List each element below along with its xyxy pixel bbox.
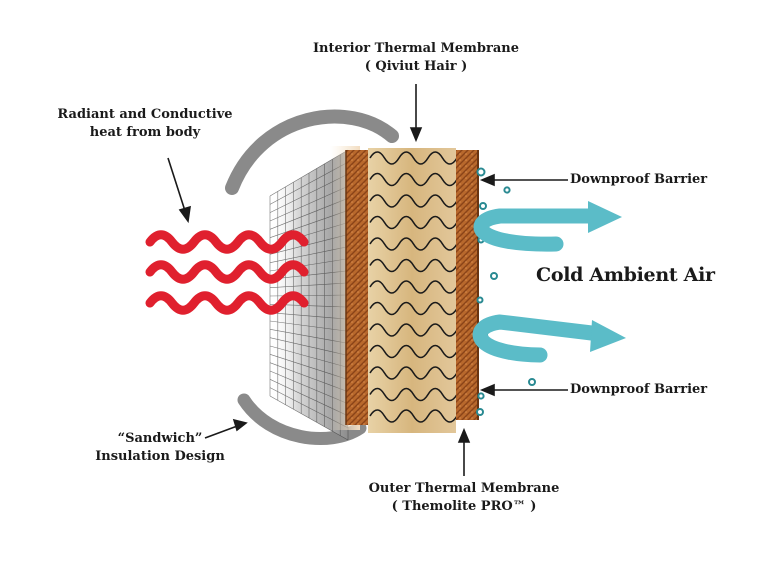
bottom-arc bbox=[237, 393, 367, 445]
qiviut-core bbox=[368, 148, 456, 433]
pointer-arrow-icon bbox=[479, 383, 568, 397]
pointer-arrow-icon bbox=[457, 427, 471, 476]
pointer-arrow-icon bbox=[409, 84, 423, 143]
droplets bbox=[476, 167, 536, 416]
left-brown-membrane bbox=[346, 150, 368, 425]
pointer-arrow-icon bbox=[204, 418, 248, 439]
heat-wave-icon bbox=[145, 230, 309, 315]
downproof-barrier-bottom-label: Downproof Barrier bbox=[570, 382, 708, 397]
interior-membrane-label: Interior Thermal Membrane ( Qiviut Hair … bbox=[312, 41, 520, 74]
pointer-arrow-icon bbox=[479, 173, 568, 187]
cold-ambient-air-label: Cold Ambient Air bbox=[536, 264, 715, 286]
top-arc bbox=[225, 109, 399, 195]
downproof-barrier-top-label: Downproof Barrier bbox=[570, 172, 708, 187]
sandwich-design-label: “Sandwich” Insulation Design bbox=[95, 431, 225, 464]
radiant-heat-label: Radiant and Conductive heat from body bbox=[57, 107, 233, 140]
outer-membrane-label: Outer Thermal Membrane ( Themolite PRO™ … bbox=[368, 481, 560, 514]
qiviut-hair-waves bbox=[369, 151, 458, 423]
pointer-arrow-icon bbox=[167, 157, 191, 224]
cold-air-arrow-icon bbox=[472, 314, 626, 363]
cold-air-arrow-icon bbox=[473, 201, 622, 252]
right-brown-membrane bbox=[456, 150, 478, 420]
